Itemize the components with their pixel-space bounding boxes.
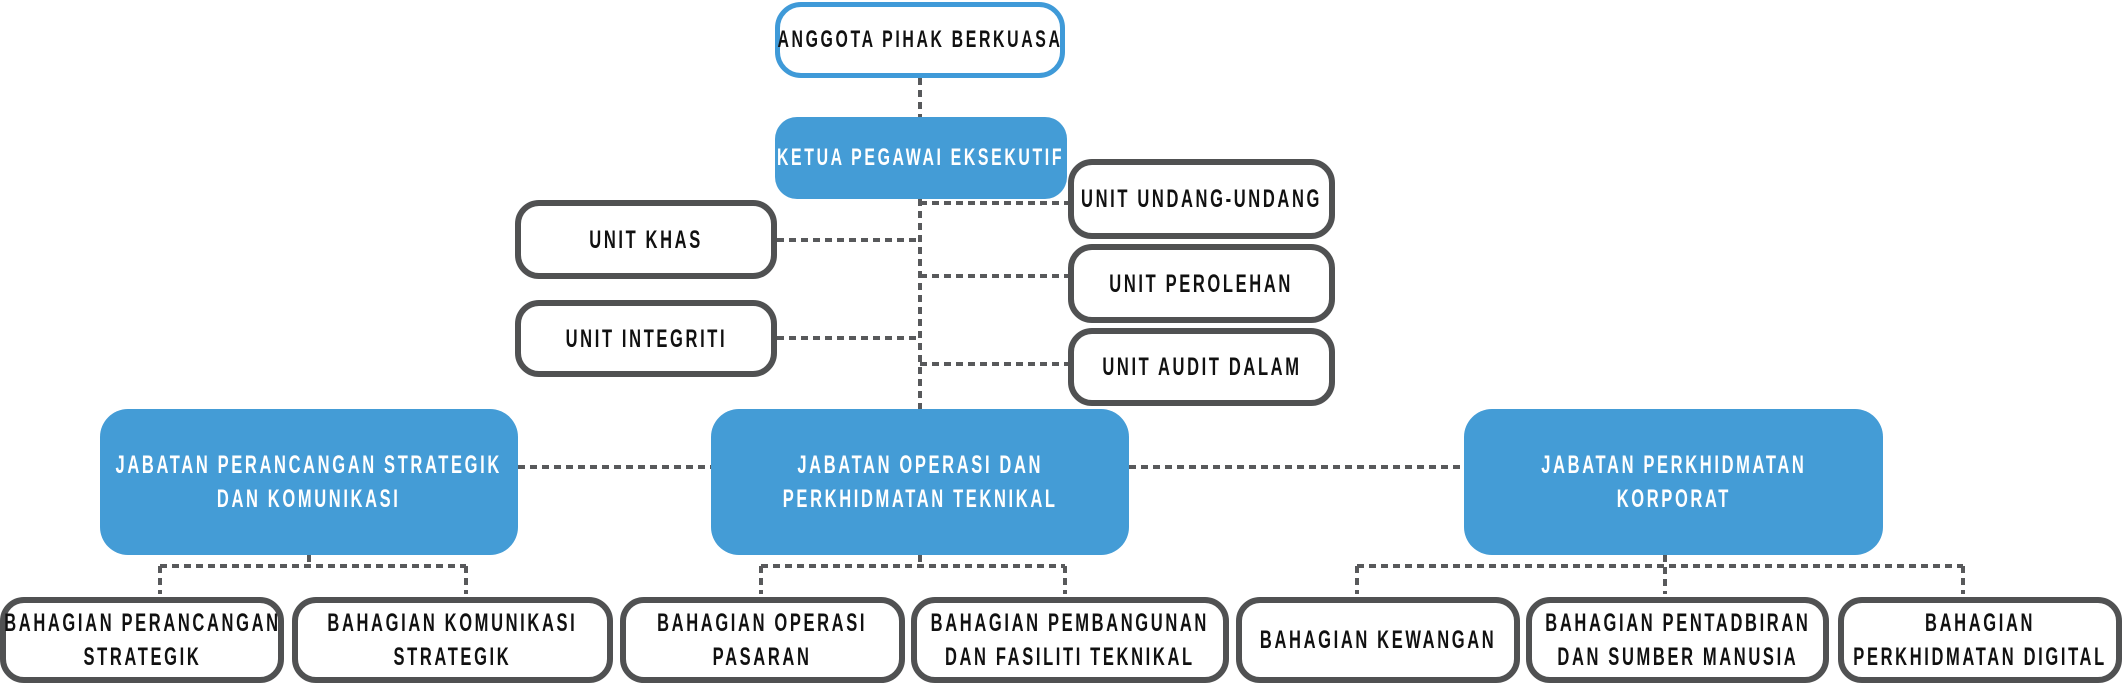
department-strategic-planning-node: JABATAN PERANCANGAN STRATEGIK DAN KOMUNI… (100, 409, 518, 555)
division-label-line1: BAHAGIAN OPERASI (657, 609, 868, 637)
division-label-line1: BAHAGIAN PENTADBIRAN (1544, 609, 1811, 637)
division-label-line2: PERKHIDMATAN DIGITAL (1853, 643, 2107, 671)
unit-integriti-label: UNIT INTEGRITI (565, 324, 727, 353)
department-label-line2: PERKHIDMATAN TEKNIKAL (782, 485, 1058, 513)
division-administration-hr-node: BAHAGIAN PENTADBIRAN DAN SUMBER MANUSIA (1526, 597, 1829, 683)
unit-audit-dalam-node: UNIT AUDIT DALAM (1068, 328, 1335, 406)
division-label-line2: STRATEGIK (83, 643, 201, 671)
unit-undang-undang-node: UNIT UNDANG-UNDANG (1068, 159, 1335, 239)
department-label-line1: JABATAN PERKHIDMATAN (1540, 451, 1807, 479)
board-node: ANGGOTA PIHAK BERKUASA (775, 2, 1065, 78)
unit-undang-undang-label: UNIT UNDANG-UNDANG (1081, 185, 1322, 213)
division-label-line2: PASARAN (713, 643, 812, 671)
division-label-line1: BAHAGIAN PEMBANGUNAN (930, 609, 1210, 637)
division-strategic-planning-node: BAHAGIAN PERANCANGAN STRATEGIK (0, 597, 284, 683)
unit-integriti-node: UNIT INTEGRITI (515, 300, 777, 377)
department-label-line1: JABATAN OPERASI DAN (797, 451, 1043, 479)
unit-perolehan-node: UNIT PEROLEHAN (1068, 244, 1335, 323)
division-technical-development-node: BAHAGIAN PEMBANGUNAN DAN FASILITI TEKNIK… (911, 597, 1229, 683)
division-digital-services-node: BAHAGIAN PERKHIDMATAN DIGITAL (1838, 597, 2122, 683)
unit-audit-dalam-label: UNIT AUDIT DALAM (1101, 353, 1302, 381)
division-finance-node: BAHAGIAN KEWANGAN (1236, 597, 1520, 683)
division-label-line2: DAN SUMBER MANUSIA (1557, 643, 1798, 671)
division-label-line1: BAHAGIAN KEWANGAN (1259, 626, 1497, 654)
department-corporate-services-node: JABATAN PERKHIDMATAN KORPORAT (1464, 409, 1883, 555)
division-label-line2: STRATEGIK (393, 643, 512, 671)
department-label-line2: KORPORAT (1616, 485, 1731, 513)
unit-khas-node: UNIT KHAS (515, 200, 777, 279)
unit-perolehan-label: UNIT PEROLEHAN (1109, 269, 1294, 298)
division-label-line1: BAHAGIAN (1924, 609, 2036, 637)
division-label-line1: BAHAGIAN PERANCANGAN (3, 609, 281, 637)
ceo-label: KETUA PEGAWAI EKSEKUTIF (777, 144, 1065, 171)
ceo-node: KETUA PEGAWAI EKSEKUTIF (775, 117, 1067, 199)
unit-khas-label: UNIT KHAS (589, 225, 703, 254)
department-label-line2: DAN KOMUNIKASI (217, 485, 401, 513)
division-market-operations-node: BAHAGIAN OPERASI PASARAN (620, 597, 905, 683)
division-label-line2: DAN FASILITI TEKNIKAL (945, 643, 1195, 671)
department-operations-node: JABATAN OPERASI DAN PERKHIDMATAN TEKNIKA… (711, 409, 1129, 555)
department-label-line1: JABATAN PERANCANGAN STRATEGIK (115, 451, 503, 479)
board-label: ANGGOTA PIHAK BERKUASA (777, 26, 1063, 53)
division-strategic-communication-node: BAHAGIAN KOMUNIKASI STRATEGIK (292, 597, 613, 683)
division-label-line1: BAHAGIAN KOMUNIKASI (327, 609, 578, 637)
